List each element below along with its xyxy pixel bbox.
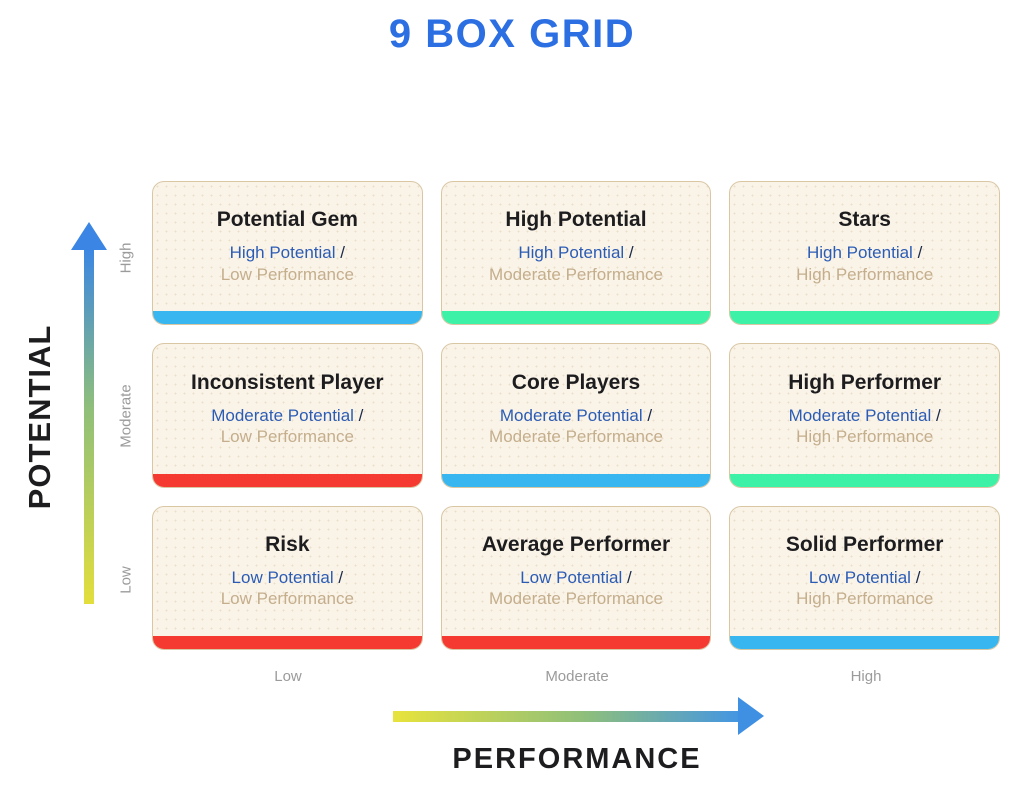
cell-potential-gem: Potential Gem High Potential / Low Perfo… xyxy=(152,181,423,326)
cell-potential-text: Moderate Potential xyxy=(788,405,932,425)
page-title: 9 BOX GRID xyxy=(388,12,636,56)
cell-performance-text: Moderate Performance xyxy=(489,264,663,284)
separator-slash: / xyxy=(338,568,344,588)
cell-subtitle: High Potential / Moderate Performance xyxy=(489,242,663,285)
cell-average-performer: Average Performer Low Potential / Modera… xyxy=(440,505,712,650)
x-tick-low: Low xyxy=(274,668,302,685)
cell-subtitle: High Potential / Low Performance xyxy=(221,242,354,285)
cell-subtitle: Low Potential / Moderate Performance xyxy=(489,567,663,610)
cell-performance-text: High Performance xyxy=(796,426,934,446)
separator-slash: / xyxy=(358,405,364,425)
cell-subtitle: Moderate Potential / Low Performance xyxy=(211,405,363,448)
cell-potential-text: High Potential xyxy=(229,243,336,263)
cell-high-potential: High Potential High Potential / Moderate… xyxy=(440,181,712,326)
cell-subtitle: Low Potential / High Performance xyxy=(796,567,933,610)
cell-title: High Performer xyxy=(788,370,942,394)
cell-performance-text: High Performance xyxy=(796,264,934,284)
cell-title: Core Players xyxy=(511,370,641,394)
cell-color-bar xyxy=(730,635,999,649)
cell-performance-text: Moderate Performance xyxy=(489,589,663,609)
y-tick-moderate: Moderate xyxy=(117,384,135,448)
x-axis-label: PERFORMANCE xyxy=(452,743,702,775)
y-axis-arrow-head-icon xyxy=(71,222,107,250)
cell-potential-text: High Potential xyxy=(806,243,913,263)
cell-stars: Stars High Potential / High Performance xyxy=(729,181,1000,326)
cell-color-bar xyxy=(153,635,422,649)
separator-slash: / xyxy=(647,405,653,425)
cell-core-players: Core Players Moderate Potential / Modera… xyxy=(440,343,712,488)
cell-performance-text: Low Performance xyxy=(220,264,354,284)
cell-title: Solid Performer xyxy=(785,533,944,557)
cell-performance-text: High Performance xyxy=(796,589,934,609)
cell-title: Potential Gem xyxy=(216,208,358,232)
y-tick-high: High xyxy=(117,242,135,274)
cell-performance-text: Low Performance xyxy=(220,589,354,609)
separator-slash: / xyxy=(627,568,632,588)
cell-subtitle: Low Potential / Low Performance xyxy=(221,567,354,610)
cell-risk: Risk Low Potential / Low Performance xyxy=(152,505,423,650)
cell-high-performer: High Performer Moderate Potential / High… xyxy=(729,343,1000,488)
cell-potential-text: Moderate Potential xyxy=(211,405,354,425)
x-axis-arrow-head-icon xyxy=(738,697,764,735)
cell-title: Risk xyxy=(265,533,310,557)
separator-slash: / xyxy=(917,243,923,263)
x-axis-arrow-shaft xyxy=(393,711,738,722)
separator-slash: / xyxy=(915,568,921,588)
cell-inconsistent-player: Inconsistent Player Moderate Potential /… xyxy=(152,343,423,488)
cell-potential-text: Low Potential xyxy=(808,568,911,588)
cell-title: Stars xyxy=(838,208,891,232)
cell-potential-text: Moderate Potential xyxy=(499,405,643,425)
cell-subtitle: Moderate Potential / Moderate Performanc… xyxy=(489,405,663,448)
cell-title: Inconsistent Player xyxy=(191,370,384,394)
nine-box-grid: Potential Gem High Potential / Low Perfo… xyxy=(152,181,1000,650)
cell-potential-text: Low Potential xyxy=(520,568,623,588)
cell-performance-text: Low Performance xyxy=(220,426,354,446)
x-tick-moderate: Moderate xyxy=(545,668,609,685)
separator-slash: / xyxy=(936,405,941,425)
cell-color-bar xyxy=(730,473,999,487)
cell-color-bar xyxy=(441,473,711,487)
y-axis-label: POTENTIAL xyxy=(22,324,57,510)
cell-subtitle: Moderate Potential / High Performance xyxy=(789,405,941,448)
y-axis-arrow-shaft xyxy=(84,248,94,604)
cell-potential-text: High Potential xyxy=(518,243,625,263)
cell-color-bar xyxy=(730,311,999,325)
cell-color-bar xyxy=(441,311,711,325)
cell-potential-text: Low Potential xyxy=(231,568,334,588)
cell-title: High Potential xyxy=(505,208,647,232)
cell-color-bar xyxy=(153,311,422,325)
cell-title: Average Performer xyxy=(481,533,671,557)
separator-slash: / xyxy=(628,243,634,263)
cell-performance-text: Moderate Performance xyxy=(489,426,663,446)
separator-slash: / xyxy=(340,243,345,263)
y-tick-low: Low xyxy=(117,566,135,594)
cell-color-bar xyxy=(441,635,711,649)
cell-color-bar xyxy=(153,473,422,487)
cell-subtitle: High Potential / High Performance xyxy=(796,242,933,285)
cell-solid-performer: Solid Performer Low Potential / High Per… xyxy=(729,505,1000,650)
x-tick-high: High xyxy=(850,668,882,685)
